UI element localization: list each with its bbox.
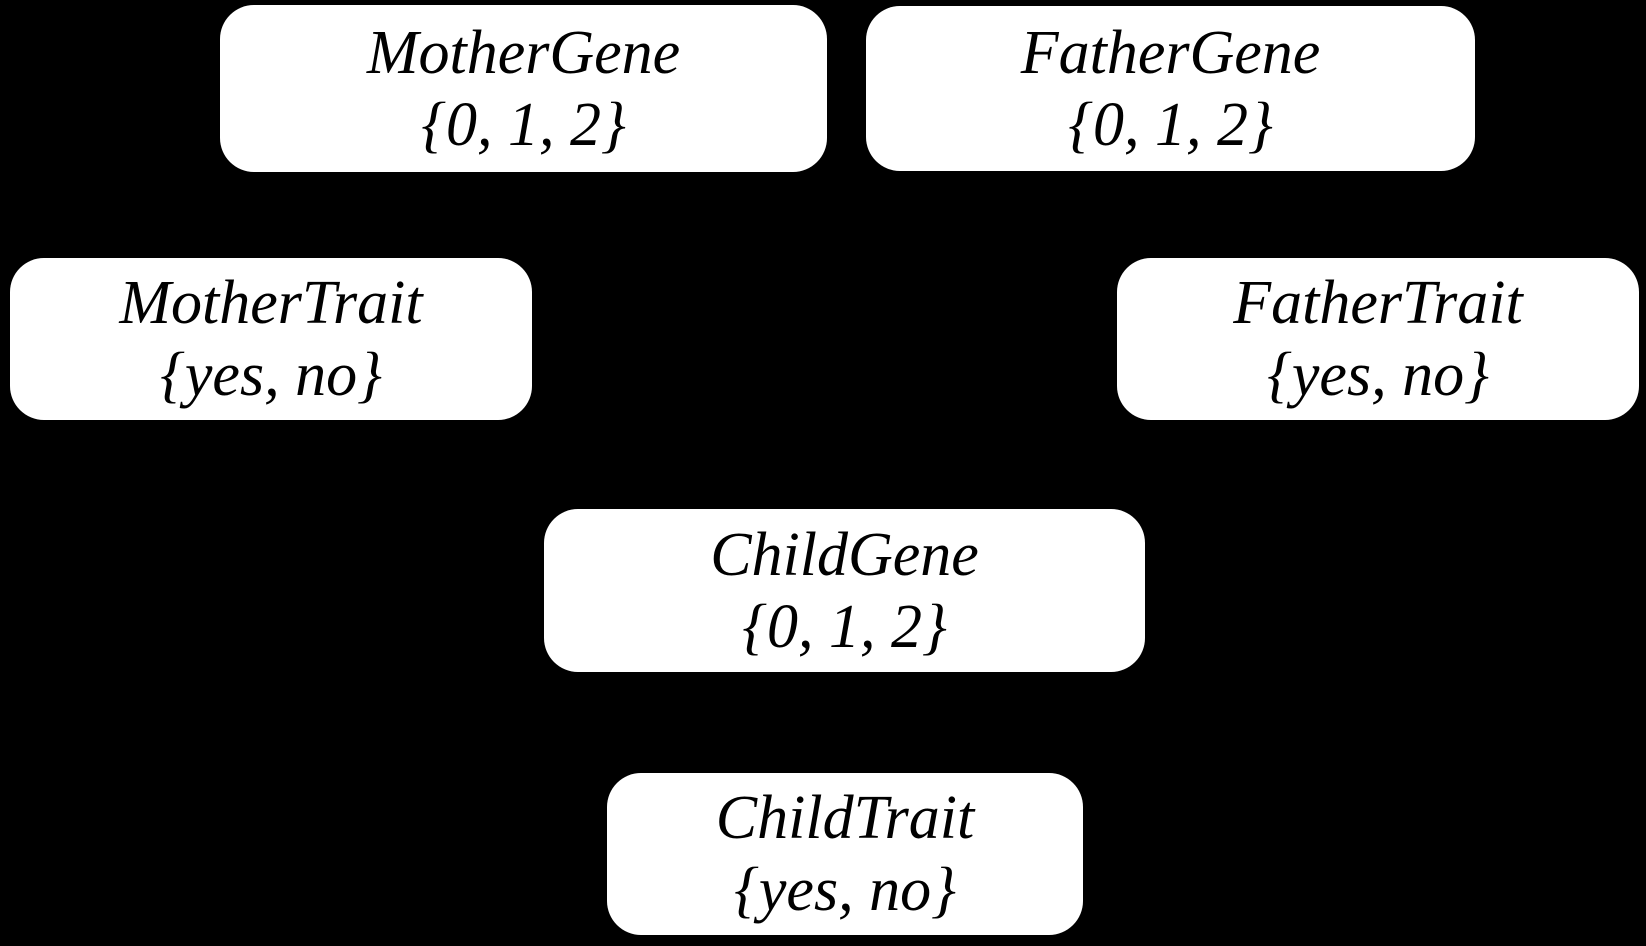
node-child-trait: ChildTrait {yes, no} [607, 773, 1083, 935]
node-father-gene: FatherGene {0, 1, 2} [866, 6, 1475, 171]
node-father-trait: FatherTrait {yes, no} [1117, 258, 1639, 420]
node-mother-trait: MotherTrait {yes, no} [10, 258, 532, 420]
node-father-trait-domain: {yes, no} [1267, 341, 1489, 409]
node-child-trait-domain: {yes, no} [734, 856, 956, 924]
node-child-gene-label: ChildGene [710, 520, 979, 589]
node-mother-gene-domain: {0, 1, 2} [421, 90, 626, 159]
node-father-gene-domain: {0, 1, 2} [1068, 90, 1273, 159]
node-child-gene-domain: {0, 1, 2} [742, 592, 947, 661]
node-child-trait-label: ChildTrait [715, 784, 975, 852]
node-mother-trait-domain: {yes, no} [160, 341, 382, 409]
node-mother-trait-label: MotherTrait [119, 269, 423, 337]
node-child-gene: ChildGene {0, 1, 2} [544, 509, 1145, 672]
node-mother-gene-label: MotherGene [366, 18, 681, 87]
node-mother-gene: MotherGene {0, 1, 2} [220, 5, 827, 172]
node-father-trait-label: FatherTrait [1233, 269, 1523, 337]
node-father-gene-label: FatherGene [1020, 18, 1321, 87]
